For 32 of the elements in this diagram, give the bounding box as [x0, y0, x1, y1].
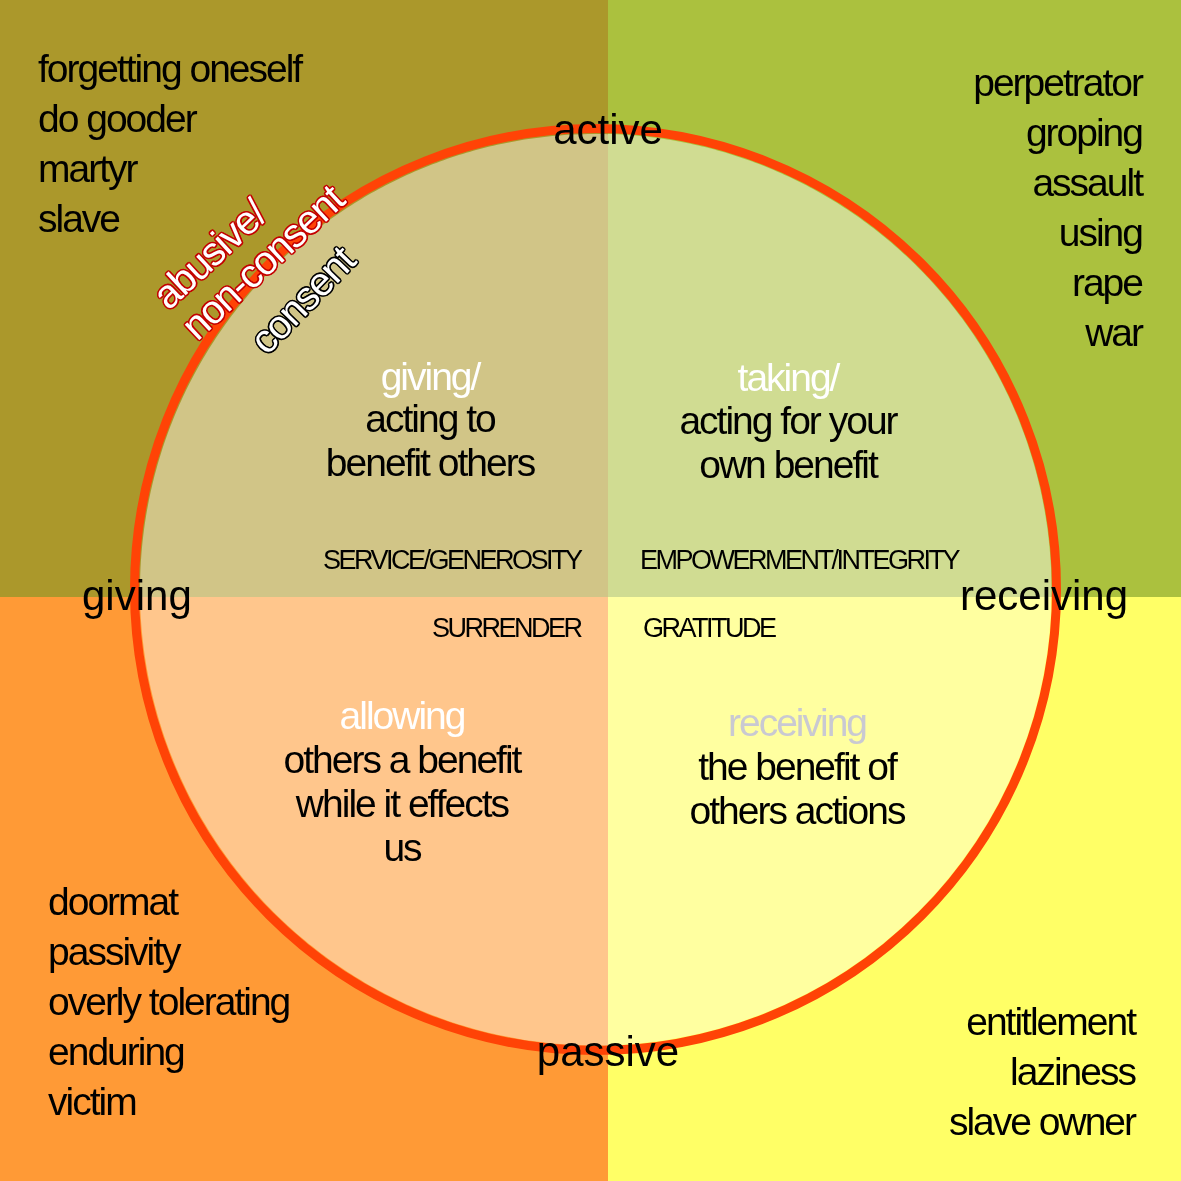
term-label: slave owner — [948, 1099, 1135, 1145]
term-label: victim — [48, 1079, 136, 1125]
term-label: war — [1085, 310, 1142, 356]
keyword-label: SERVICE/GENEROSITY — [323, 544, 581, 576]
sector-heading: giving/ — [380, 354, 480, 400]
term-label: passivity — [48, 929, 180, 975]
axis-label: giving — [82, 572, 192, 620]
term-label: entitlement — [966, 999, 1135, 1045]
term-label: martyr — [38, 146, 137, 192]
sector-heading: taking/ — [737, 355, 839, 401]
term-label: forgetting oneself — [38, 46, 302, 92]
term-label: laziness — [1010, 1049, 1135, 1095]
term-label: perpetrator — [973, 60, 1142, 106]
sector-description: the benefit of others actions — [688, 745, 906, 833]
keyword-label: SURRENDER — [432, 612, 581, 644]
term-label: slave — [38, 196, 120, 242]
axis-label: passive — [536, 1028, 680, 1076]
term-label: assault — [1032, 160, 1142, 206]
term-label: enduring — [48, 1029, 184, 1075]
sector-heading: allowing — [339, 693, 465, 739]
term-label: do gooder — [38, 96, 196, 142]
axis-label: active — [553, 106, 663, 154]
keyword-label: EMPOWERMENT/INTEGRITY — [640, 544, 958, 576]
term-label: rape — [1071, 260, 1142, 306]
keyword-label: GRATITUDE — [643, 612, 775, 644]
sector-description: acting for your own benefit — [678, 399, 899, 487]
sector-description: others a benefit while it effects us — [282, 738, 523, 870]
term-label: overly tolerating — [48, 979, 290, 1025]
sector-description: acting to benefit others — [324, 397, 536, 485]
term-label: using — [1058, 210, 1142, 256]
term-label: doormat — [48, 879, 178, 925]
term-label: groping — [1025, 110, 1142, 156]
